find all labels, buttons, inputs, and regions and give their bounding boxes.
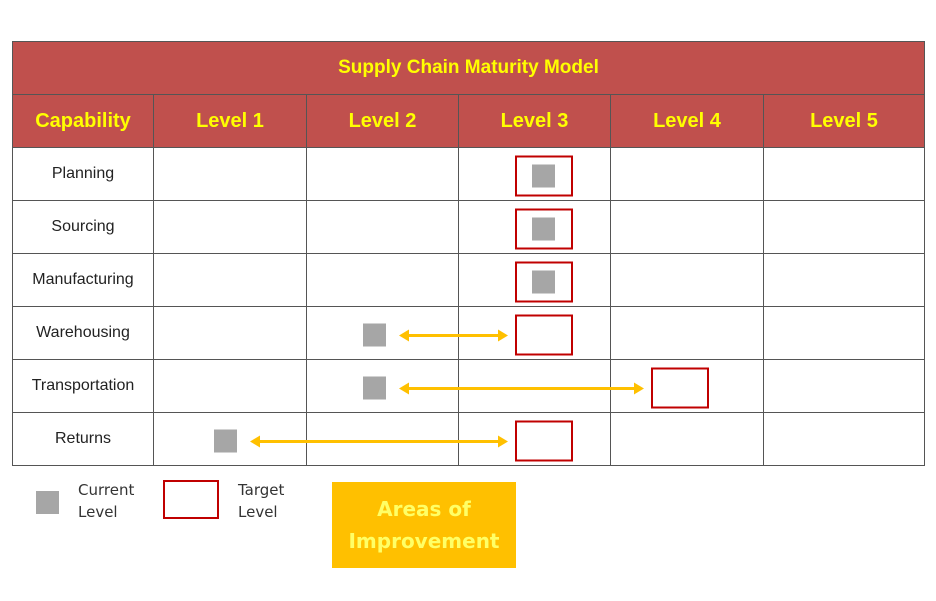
level-cell [458, 200, 611, 254]
level-cell [610, 359, 764, 413]
level-cell [306, 253, 459, 307]
level-cell [153, 253, 307, 307]
level-cell [153, 147, 307, 201]
level-cell [458, 359, 611, 413]
table-title: Supply Chain Maturity Model [12, 41, 925, 95]
level-cell [306, 412, 459, 466]
level-cell [153, 306, 307, 360]
level-cell [153, 359, 307, 413]
legend-target-label: Target Level [238, 481, 285, 521]
level-cell [763, 359, 925, 413]
capability-label: Sourcing [12, 200, 154, 254]
level-cell [458, 412, 611, 466]
table-row: Planning [12, 147, 925, 201]
legend-target-swatch [163, 480, 219, 519]
table-row: Transportation [12, 359, 925, 413]
level-cell [610, 200, 764, 254]
level-cell [153, 412, 307, 466]
header-capability: Capability [12, 94, 154, 148]
level-cell [458, 306, 611, 360]
header-level-5: Level 5 [763, 94, 925, 148]
level-cell [763, 253, 925, 307]
level-cell [153, 200, 307, 254]
capability-label: Warehousing [12, 306, 154, 360]
capability-label: Manufacturing [12, 253, 154, 307]
level-cell [763, 306, 925, 360]
table-row: Returns [12, 412, 925, 466]
level-cell [763, 200, 925, 254]
header-level-1: Level 1 [153, 94, 307, 148]
header-level-4: Level 4 [610, 94, 764, 148]
level-cell [610, 306, 764, 360]
level-cell [610, 147, 764, 201]
maturity-table: Supply Chain Maturity Model Capability L… [12, 41, 925, 466]
table-row: Warehousing [12, 306, 925, 360]
capability-label: Returns [12, 412, 154, 466]
title-row: Supply Chain Maturity Model [12, 41, 925, 95]
level-cell [458, 147, 611, 201]
table-row: Sourcing [12, 200, 925, 254]
level-cell [610, 412, 764, 466]
level-cell [763, 147, 925, 201]
capability-label: Planning [12, 147, 154, 201]
header-level-2: Level 2 [306, 94, 459, 148]
level-cell [306, 359, 459, 413]
level-cell [306, 306, 459, 360]
legend-current-label: Current Level [78, 481, 135, 521]
level-cell [458, 253, 611, 307]
level-cell [306, 200, 459, 254]
header-level-3: Level 3 [458, 94, 611, 148]
level-cell [763, 412, 925, 466]
legend-current-swatch [36, 491, 59, 514]
capability-label: Transportation [12, 359, 154, 413]
level-cell [306, 147, 459, 201]
areas-of-improvement-box: Areas of Improvement [332, 482, 516, 568]
table-row: Manufacturing [12, 253, 925, 307]
level-cell [610, 253, 764, 307]
header-row: Capability Level 1 Level 2 Level 3 Level… [12, 94, 925, 148]
